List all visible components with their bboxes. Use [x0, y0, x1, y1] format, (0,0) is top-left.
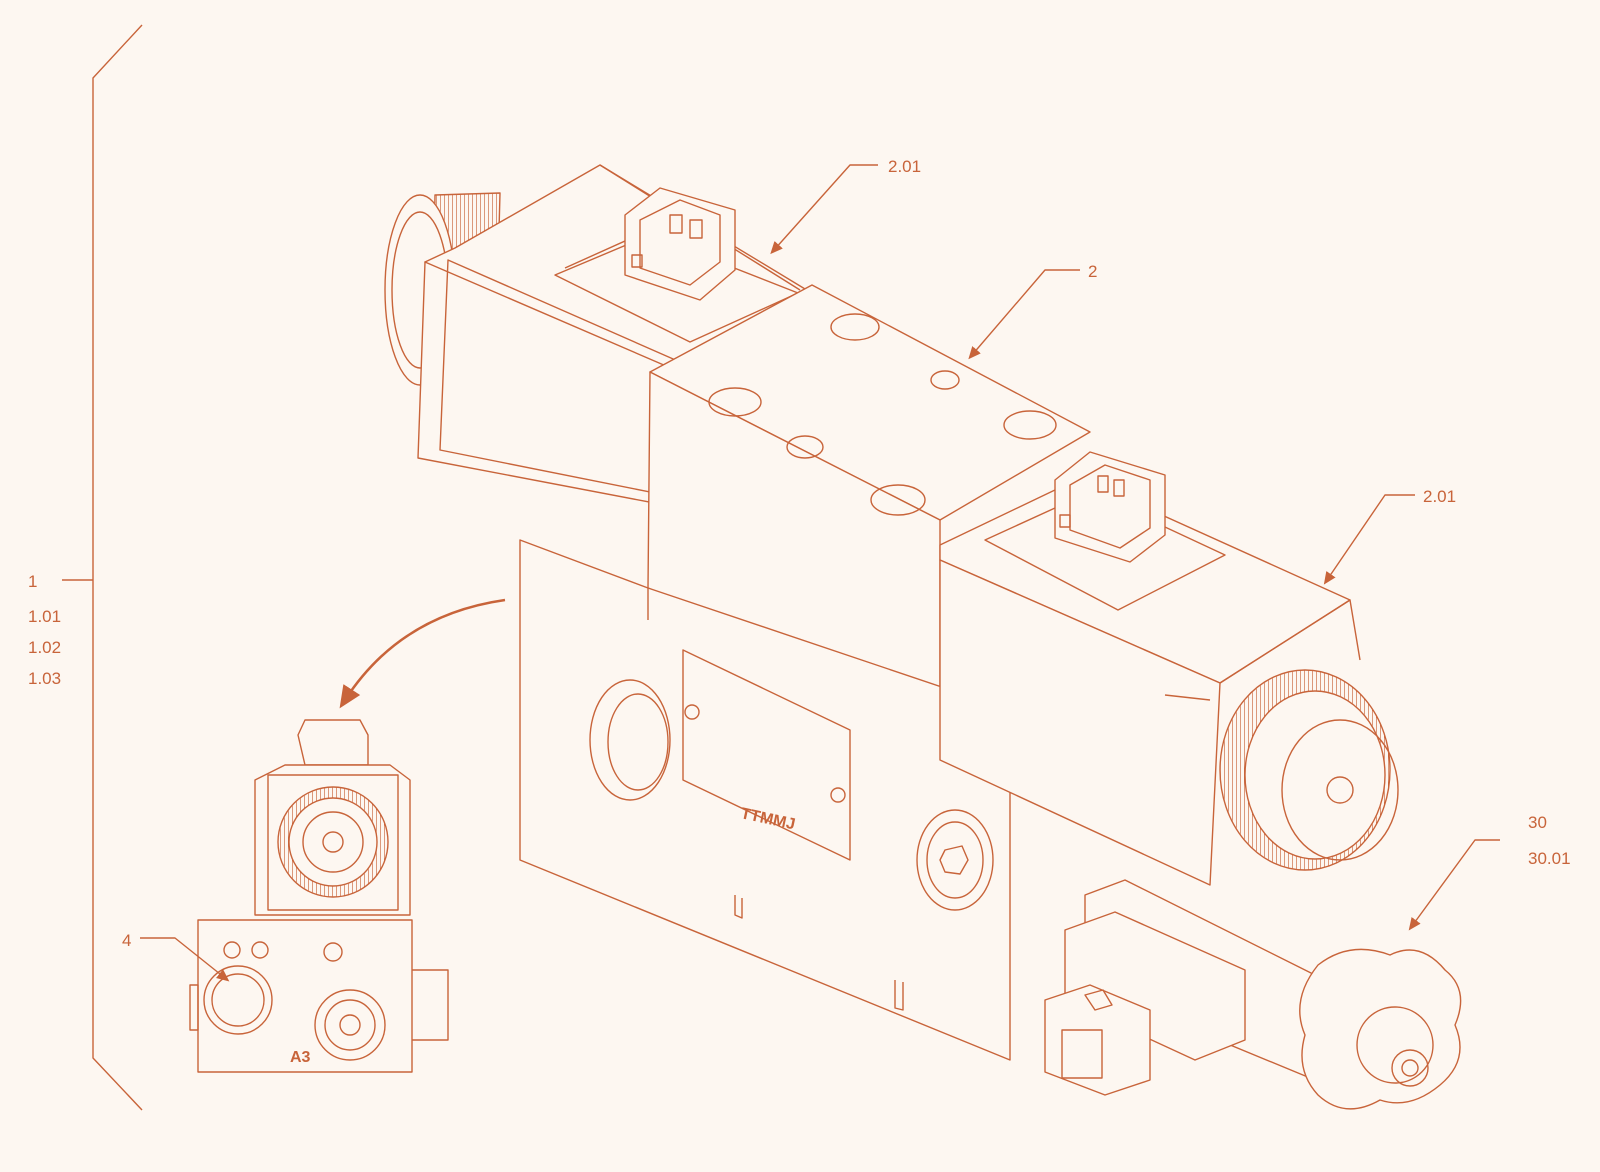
label-assembly-sub-3: 1.03: [28, 669, 61, 688]
label-manual-knob-sub: 30.01: [1528, 849, 1571, 868]
label-assembly: 1: [28, 572, 37, 591]
manual-override-unit: [1044, 879, 1462, 1110]
label-right-connector: 2.01: [1423, 487, 1456, 506]
curved-arrow-icon: [339, 598, 506, 709]
label-valve-body: 2: [1088, 262, 1097, 281]
right-connector-plug: [1054, 451, 1166, 563]
valve-body-block: [647, 284, 1091, 711]
label-assembly-sub-2: 1.02: [28, 638, 61, 657]
leader-lines: [140, 164, 1500, 982]
port-code-marking: A3: [290, 1049, 311, 1066]
label-manual-knob: 30: [1528, 813, 1547, 832]
detail-view: [189, 719, 449, 1073]
assembly-bracket: [62, 24, 143, 1111]
left-connector-plug: [624, 187, 736, 301]
manifold-block: [519, 539, 1011, 1061]
label-assembly-sub-1: 1.01: [28, 607, 61, 626]
label-detail-port: 4: [122, 931, 131, 950]
right-solenoid-coil: [939, 477, 1361, 886]
label-top-connector: 2.01: [888, 157, 921, 176]
right-knurled-knob: [1219, 669, 1399, 871]
